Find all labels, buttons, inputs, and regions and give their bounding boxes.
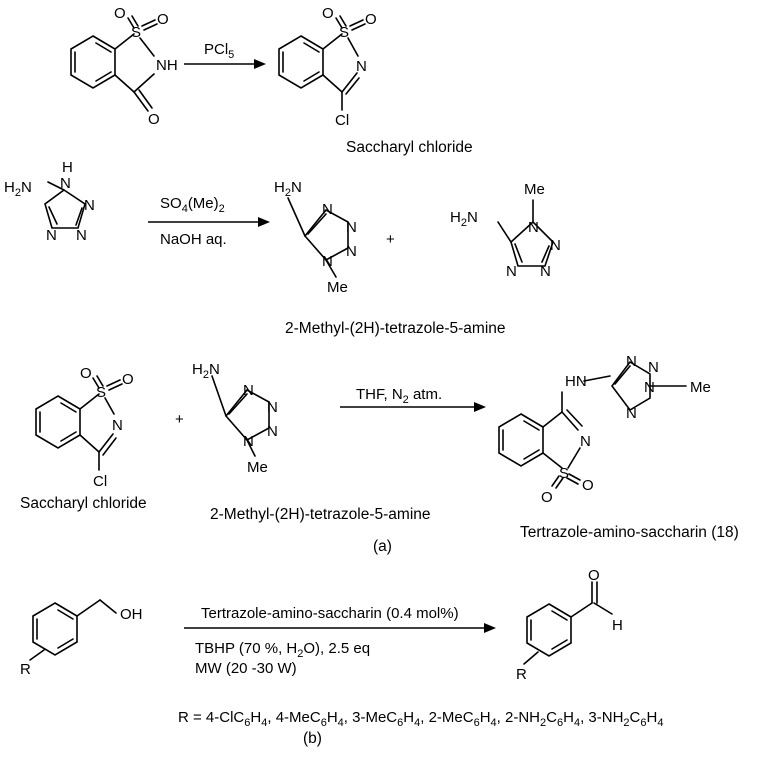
atom-s: S: [559, 465, 569, 482]
atom-o: O: [80, 365, 92, 382]
atom-n: N: [550, 237, 561, 254]
benzaldehyde-structure: [523, 581, 613, 665]
atom-n: N: [322, 253, 333, 270]
atom-n: N: [644, 379, 655, 396]
plus-sign: +: [175, 411, 184, 428]
atom-me: Me: [247, 459, 268, 476]
atom-s: S: [96, 384, 106, 401]
atom-o: O: [322, 5, 334, 22]
atom-n: N: [346, 243, 357, 260]
atom-oh: OH: [120, 606, 143, 623]
atom-n: N: [626, 405, 637, 422]
atom-o: O: [148, 111, 160, 128]
atom-o: O: [114, 5, 126, 22]
atom-n: N: [267, 423, 278, 440]
atom-n: N: [243, 433, 254, 450]
atom-n: N: [76, 227, 87, 244]
atom-o: O: [541, 489, 553, 506]
atom-s: S: [339, 24, 349, 41]
atom-cl: Cl: [93, 473, 107, 490]
atom-s: S: [131, 24, 141, 41]
atom-n: N: [60, 175, 71, 192]
atom-n: N: [84, 197, 95, 214]
atom-cl: Cl: [335, 112, 349, 129]
saccharyl-chloride-reactant-structure: [35, 375, 123, 471]
reagent-naoh: NaOH aq.: [160, 231, 227, 248]
atom-me: Me: [524, 181, 545, 198]
condition-thf: THF, N2 atm.: [356, 386, 442, 406]
atom-n: N: [528, 219, 539, 236]
atom-n: N: [506, 263, 517, 280]
aminotetrazole-structure: [44, 181, 86, 229]
atom-o: O: [365, 11, 377, 28]
panel-label-b: (b): [303, 730, 322, 747]
atom-o: O: [122, 371, 134, 388]
saccharyl-chloride-label: Saccharyl chloride: [346, 139, 473, 156]
reagent-dimethyl-sulfate: SO4(Me)2: [160, 195, 225, 215]
atom-h2n: H2N: [4, 179, 32, 199]
2-methyl-tetrazole-amine-reactant-label: 2-Methyl-(2H)-tetrazole-5-amine: [210, 506, 431, 523]
atom-me: Me: [690, 379, 711, 396]
benzyl-alcohol-structure: [29, 599, 117, 661]
oxidant-condition: TBHP (70 %, H2O), 2.5 eq: [195, 640, 370, 660]
atom-hn: HN: [565, 373, 587, 390]
2-methyl-tetrazole-amine-label: 2-Methyl-(2H)-tetrazole-5-amine: [285, 320, 506, 337]
tetrazole-amino-saccharin-structure: [498, 360, 687, 489]
catalyst-condition: Tertrazole-amino-saccharin (0.4 mol%): [201, 605, 459, 622]
2-methyl-tetrazole-amine-structure: [287, 197, 349, 278]
r-group-list: R = 4-ClC6H4, 4-MeC6H4, 3-MeC6H4, 2-MeC6…: [178, 709, 663, 729]
atom-n: N: [46, 227, 57, 244]
atom-r: R: [20, 661, 31, 678]
atom-n: N: [540, 263, 551, 280]
atom-o: O: [588, 567, 600, 584]
atom-n: N: [580, 433, 591, 450]
atom-h: H: [62, 159, 73, 176]
atom-nh: NH: [156, 57, 178, 74]
atom-me: Me: [327, 279, 348, 296]
atom-h2n: H2N: [450, 209, 478, 229]
atom-h2n: H2N: [274, 179, 302, 199]
atom-h: H: [612, 617, 623, 634]
1-methyl-tetrazole-amine-structure: [497, 199, 554, 267]
plus-sign: +: [386, 231, 395, 248]
atom-n: N: [267, 399, 278, 416]
atom-n: N: [626, 353, 637, 370]
microwave-condition: MW (20 -30 W): [195, 660, 297, 677]
atom-n: N: [322, 201, 333, 218]
atom-h2n: H2N: [192, 361, 220, 381]
atom-n: N: [648, 359, 659, 376]
atom-o: O: [582, 477, 594, 494]
saccharyl-chloride-reactant-label: Saccharyl chloride: [20, 495, 147, 512]
saccharyl-chloride-structure: [278, 15, 366, 111]
atom-n: N: [112, 417, 123, 434]
reagent-pcl5: PCl5: [204, 41, 234, 61]
panel-label-a: (a): [373, 538, 392, 555]
atom-r: R: [516, 666, 527, 683]
saccharin-structure: [70, 15, 158, 112]
2-methyl-tetrazole-amine-reactant-structure: [211, 375, 270, 457]
atom-n: N: [243, 382, 254, 399]
atom-n: N: [346, 219, 357, 236]
tetrazole-amino-saccharin-label: Tertrazole-amino-saccharin (18): [520, 524, 739, 541]
atom-o: O: [157, 11, 169, 28]
atom-n: N: [356, 58, 367, 75]
